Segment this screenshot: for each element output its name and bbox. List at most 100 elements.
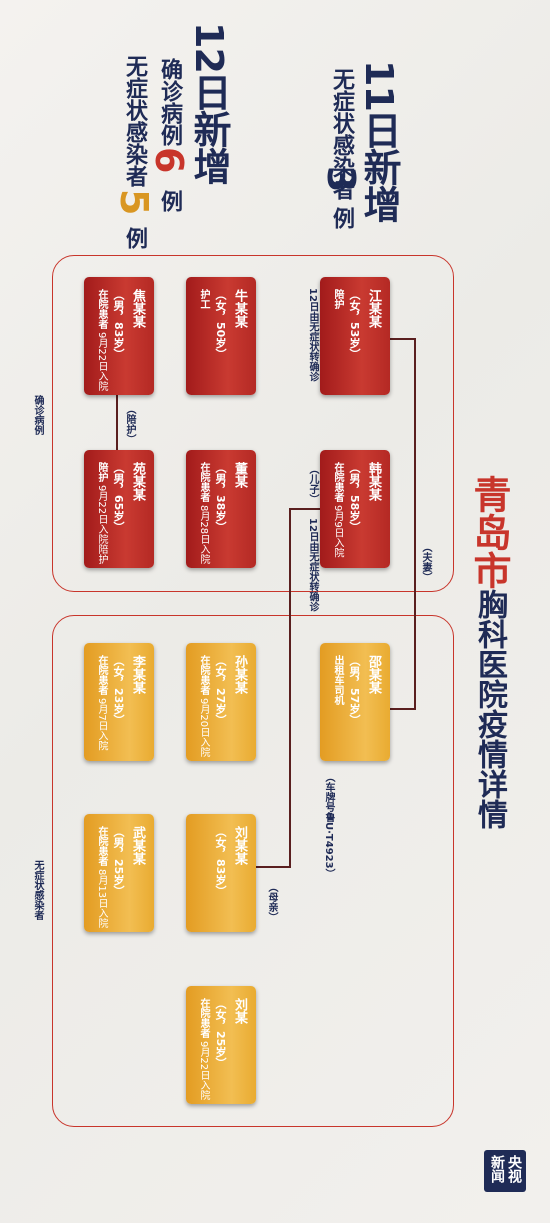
- day12-confirmed-label: 确诊病例: [157, 58, 182, 146]
- day11-headline: 11日新增: [357, 60, 401, 222]
- title-rest: 胸科医院疫情详情: [472, 589, 507, 829]
- case-age: （女，25岁）: [214, 998, 227, 1069]
- day12-confirmed-count: 6: [147, 147, 191, 174]
- logo-line1: 央视: [506, 1155, 522, 1183]
- case-admission-date: 9月22日入院: [96, 332, 107, 392]
- case-role: 在院患者: [332, 462, 343, 502]
- day12-confirmed-unit: 例: [157, 190, 182, 212]
- converted-note-2: 12日由无症状转确诊: [307, 518, 318, 612]
- case-card: 牛某某 （女，50岁） 护工: [186, 277, 256, 395]
- case-status: 在院患者 8月28日入院: [198, 462, 209, 565]
- spouse-link-top: [390, 338, 416, 340]
- case-card: 武某某 （男，25岁） 在院患者 8月13日入院: [84, 814, 154, 932]
- case-name: 邵某某: [366, 655, 381, 694]
- day12-headline: 12日新增: [187, 22, 231, 184]
- son-link-bottom: [255, 866, 291, 868]
- case-role: 护工: [198, 289, 209, 309]
- day12-asym-unit: 例: [122, 227, 147, 249]
- case-admission-date: 9月22日入院: [198, 1041, 209, 1101]
- case-age: （女，27岁）: [214, 655, 227, 726]
- case-admission-date: 9月7日入院: [96, 698, 107, 751]
- case-role: 在院患者: [198, 655, 209, 695]
- day11-unit: 例: [329, 207, 354, 229]
- case-age: （男，58岁）: [348, 462, 361, 533]
- case-age: （男，57岁）: [348, 655, 361, 726]
- case-age: （女，50岁）: [214, 289, 227, 360]
- day12-asym-label: 无症状感染者: [122, 55, 147, 187]
- case-admission-date: 8月28日入院: [198, 505, 209, 565]
- case-name: 江某某: [366, 289, 381, 328]
- case-name: 武某某: [130, 826, 145, 865]
- case-status: 陪护 9月22日入院陪护: [96, 462, 107, 565]
- case-age: （男，65岁）: [112, 462, 125, 533]
- case-status: 在院患者 9月9日入院: [332, 462, 343, 558]
- spouse-link-vertical: [414, 338, 416, 710]
- case-role: 在院患者: [198, 998, 209, 1038]
- case-admission-date: 9月20日入院: [198, 698, 209, 758]
- case-card: 董某 （男，38岁） 在院患者 8月28日入院: [186, 450, 256, 568]
- case-name: 焦某某: [130, 289, 145, 328]
- title-city: 青岛市: [467, 475, 511, 589]
- case-card: 邵某某 （男，57岁） 出租车司机: [320, 643, 390, 761]
- case-name: 苑某某: [130, 462, 145, 501]
- case-name: 韩某某: [366, 462, 381, 501]
- relation-spouse: （夫妻）: [420, 542, 431, 582]
- case-name: 刘某某: [232, 826, 247, 865]
- case-admission-date: 9月9日入院: [332, 505, 343, 558]
- case-card: 李某某 （女，23岁） 在院患者 9月7日入院: [84, 643, 154, 761]
- case-status: 在院患者 8月13日入院: [96, 826, 107, 929]
- case-card: 韩某某 （男，58岁） 在院患者 9月9日入院: [320, 450, 390, 568]
- case-card: 苑某某 （男，65岁） 陪护 9月22日入院陪护: [84, 450, 154, 568]
- relation-son: （儿子）: [307, 464, 318, 504]
- case-card: 刘某某 （女，83岁）: [186, 814, 256, 932]
- case-card: 孙某某 （女，27岁） 在院患者 9月20日入院: [186, 643, 256, 761]
- case-name: 刘某: [232, 998, 247, 1024]
- case-admission-date: 8月13日入院: [96, 869, 107, 929]
- case-age: （女，83岁）: [214, 826, 227, 897]
- case-status: 在院患者 9月22日入院: [96, 289, 107, 392]
- asym-section-box: [52, 615, 454, 1127]
- case-name: 李某某: [130, 655, 145, 694]
- case-status: 陪护: [332, 289, 343, 309]
- case-age: （女，53岁）: [348, 289, 361, 360]
- case-role: 陪护: [332, 289, 343, 309]
- son-link-vertical: [289, 508, 291, 868]
- confirmed-section-label: 确诊病例: [32, 395, 43, 435]
- case-name: 牛某某: [232, 289, 247, 328]
- relation-caregiver: （陪护）: [124, 404, 135, 444]
- day11-type: 无症状感染者: [329, 68, 354, 200]
- case-age: （男，25岁）: [112, 826, 125, 897]
- poster-title: 青岛市胸科医院疫情详情: [467, 475, 511, 829]
- case-status: 在院患者 9月22日入院: [198, 998, 209, 1101]
- case-name: 董某: [232, 462, 247, 488]
- case-card: 江某某 （女，53岁） 陪护: [320, 277, 390, 395]
- case-age: （男，38岁）: [214, 462, 227, 533]
- son-link-top: [289, 508, 322, 510]
- cctv-news-logo: 央视 新闻: [484, 1150, 526, 1192]
- taxi-plate: （车牌号鲁U·T4923）: [323, 772, 334, 879]
- case-admission-date: 9月22日入院陪护: [96, 485, 107, 565]
- case-role: 在院患者: [198, 462, 209, 502]
- day12-asym-count: 5: [112, 189, 156, 216]
- case-status: 护工: [198, 289, 209, 309]
- case-card: 刘某 （女，25岁） 在院患者 9月22日入院: [186, 986, 256, 1104]
- case-role: 陪护: [96, 462, 107, 482]
- logo-line2: 新闻: [489, 1155, 505, 1183]
- case-role: 在院患者: [96, 826, 107, 866]
- caregiver-link: [116, 393, 118, 451]
- asym-section-label: 无症状感染者: [32, 860, 43, 920]
- day11-count: 3: [319, 166, 363, 193]
- case-age: （女，23岁）: [112, 655, 125, 726]
- relation-mother: （母亲）: [266, 882, 277, 922]
- confirmed-section-box: [52, 255, 454, 592]
- case-name: 孙某某: [232, 655, 247, 694]
- converted-note-1: 12日由无症状转确诊: [307, 288, 318, 382]
- case-card: 焦某某 （男，83岁） 在院患者9月22日入院: [84, 277, 154, 395]
- case-role: 在院患者: [96, 289, 107, 329]
- case-status: 在院患者 9月7日入院: [96, 655, 107, 751]
- case-status: 出租车司机: [332, 655, 343, 705]
- case-status: 在院患者 9月20日入院: [198, 655, 209, 758]
- case-role: 在院患者: [96, 655, 107, 695]
- case-role: 出租车司机: [332, 655, 343, 705]
